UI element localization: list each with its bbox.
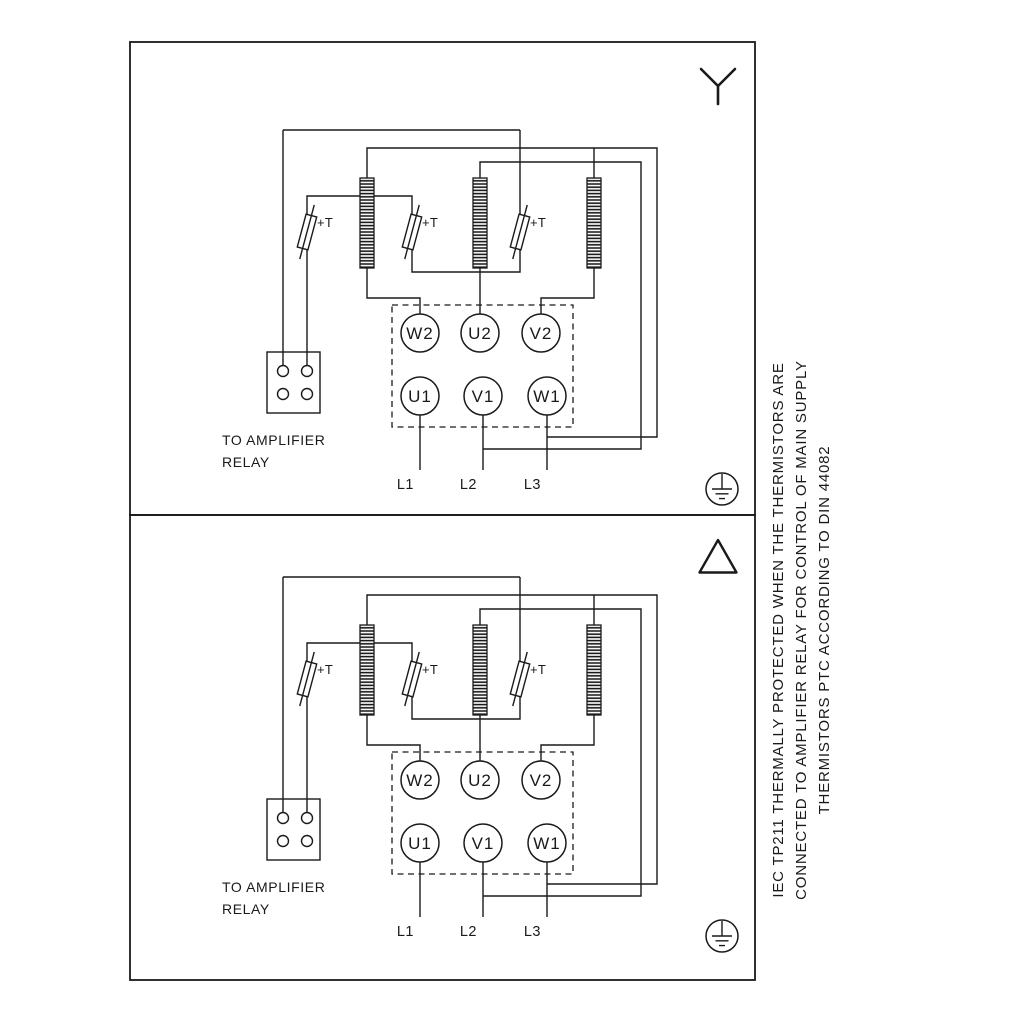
delta-panel-frame (129, 514, 756, 981)
side-note-line-1: IEC TP211 THERMALLY PROTECTED WHEN THE T… (770, 362, 787, 897)
star-panel-circuit (221, 129, 739, 506)
side-note-line-2: CONNECTED TO AMPLIFIER RELAY FOR CONTROL… (793, 360, 810, 900)
delta-connection-icon (698, 538, 738, 574)
delta-panel-circuit (221, 576, 739, 953)
side-note-line-3: THERMISTORS PTC ACCORDING TO DIN 44082 (816, 446, 833, 815)
side-note: IEC TP211 THERMALLY PROTECTED WHEN THE T… (770, 360, 833, 900)
star-connection-icon (699, 67, 737, 106)
